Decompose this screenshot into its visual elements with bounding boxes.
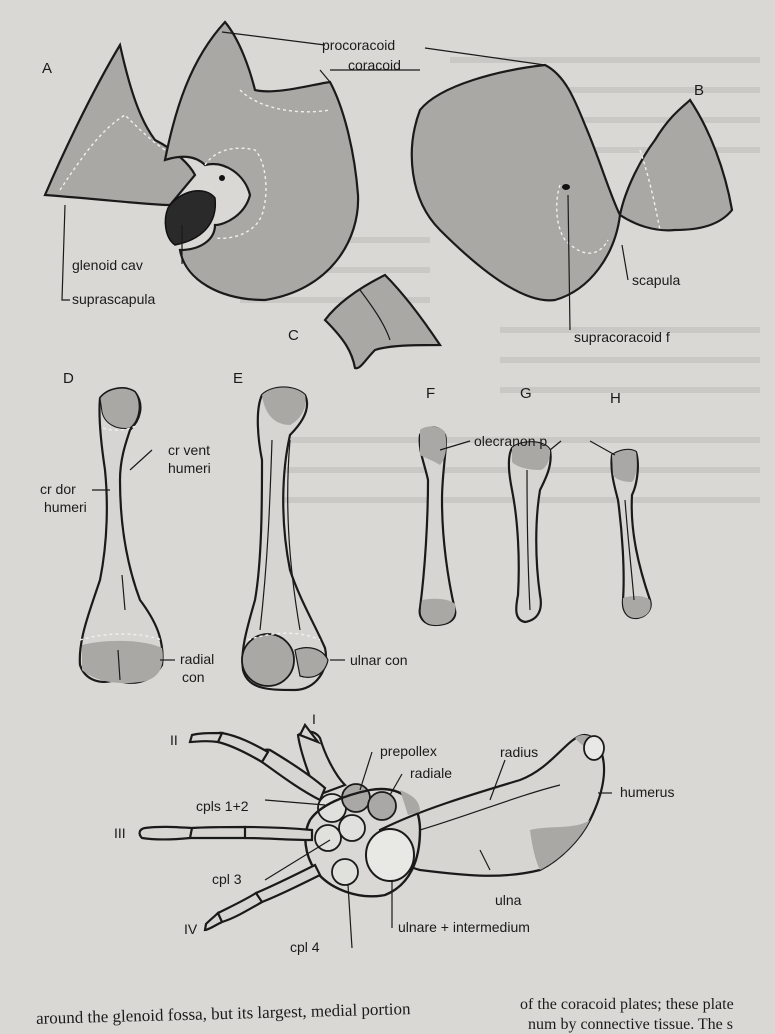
label-glenoid-cav: glenoid cav: [72, 257, 143, 273]
radioulna-g: [507, 441, 552, 624]
label-cpl-3: cpl 3: [212, 871, 242, 887]
label-procoracoid: procoracoid: [322, 37, 396, 53]
panel-label-d: D: [63, 370, 74, 387]
label-prepollex: prepollex: [380, 743, 437, 759]
digit-2: [188, 731, 327, 802]
panel-label-g: G: [520, 385, 532, 402]
label-cr-vent-1: cr vent: [168, 442, 211, 458]
label-cr-dor-2: humeri: [44, 499, 87, 515]
label-cpls-1-2: cpls 1+2: [196, 798, 249, 814]
label-digit-iii: III: [114, 825, 126, 841]
label-humerus: humerus: [620, 784, 675, 800]
body-text-right-1: of the coracoid plates; these plate: [520, 996, 734, 1013]
panel-label-f: F: [426, 385, 436, 402]
plate-c: [323, 273, 443, 370]
label-supracoracoid-f: supracoracoid f: [574, 329, 670, 345]
label-suprascapula: suprascapula: [72, 291, 156, 307]
label-ulna: ulna: [495, 892, 522, 908]
label-olecranon-p: olecranon p: [474, 433, 548, 449]
carpals: [304, 783, 422, 898]
panel-label-e: E: [233, 370, 244, 387]
label-digit-i: I: [312, 711, 316, 727]
digit-4: [203, 863, 322, 932]
body-text-right-2: num by connective tissue. The s: [528, 1016, 733, 1033]
label-radius: radius: [500, 744, 539, 760]
humerus-d: [78, 387, 164, 684]
label-ulnar-con: ulnar con: [350, 652, 408, 668]
label-radiale: radiale: [410, 765, 453, 781]
panel-label-c: C: [288, 327, 299, 344]
label-ulnare-intermedium: ulnare + intermedium: [398, 919, 530, 935]
label-cr-vent-2: humeri: [168, 460, 211, 476]
label-radial-con-1: radial: [180, 651, 215, 667]
humerus-e: [241, 386, 329, 692]
label-cr-dor-1: cr dor: [40, 481, 76, 497]
panel-label-a: A: [42, 60, 53, 77]
radioulna-h: [610, 448, 652, 620]
label-coracoid: coracoid: [348, 57, 401, 73]
label-scapula: scapula: [632, 272, 681, 288]
girdle-b: [410, 63, 734, 302]
label-digit-ii: II: [170, 732, 178, 748]
leader-lines: [61, 31, 629, 949]
panel-label-b: B: [694, 82, 705, 99]
label-radial-con-2: con: [182, 669, 205, 685]
radioulna-f: [418, 426, 457, 627]
label-cpl-4: cpl 4: [290, 939, 320, 955]
forelimb-hand: [138, 722, 606, 932]
panel-label-h: H: [610, 390, 621, 407]
label-digit-iv: IV: [184, 921, 198, 937]
digit-3: [138, 825, 314, 842]
girdle-a: [43, 20, 360, 302]
